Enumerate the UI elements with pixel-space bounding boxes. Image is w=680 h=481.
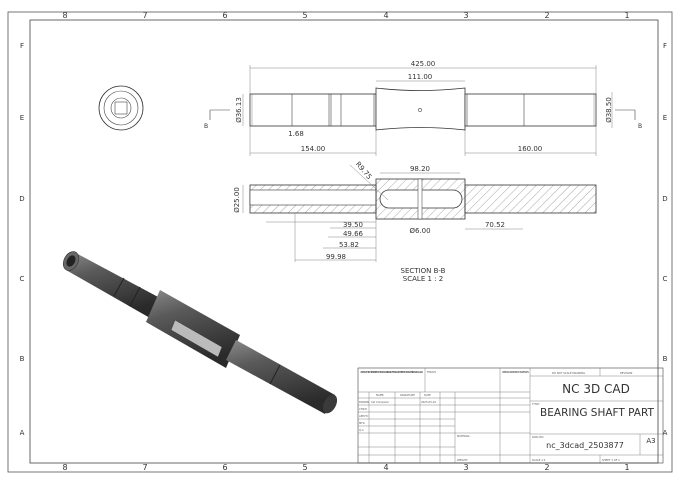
isometric-view [62,251,338,414]
title-block [357,367,664,464]
dim-groove-width: 1.68 [288,130,304,138]
front-view-dimensions: 425.00 111.00 1.68 154.00 160.00 Ø36.13 … [204,60,642,153]
col-label: 2 [544,463,549,472]
company-name: NC 3D CAD [562,382,630,396]
outer-border [7,11,673,473]
row-mfg: MFG [359,421,365,425]
end-view [98,85,144,131]
title-block-text: UNLESS OTHERWISE SPECIFIED: DIMENSIONS A… [359,370,656,462]
col-label: 7 [142,11,147,20]
section-scale: SCALE 1 : 2 [403,275,443,283]
finish-label: FINISH: [427,370,437,374]
drawn-date: 2025-03-10 [421,400,436,404]
dim-center-length: 111.00 [408,73,433,81]
col-label: 6 [222,463,227,472]
drawing-title: BEARING SHAFT PART [540,407,654,419]
section-title: SECTION B-B [401,267,446,275]
col-date: DATE [424,393,431,397]
weight-label: WEIGHT: [457,458,468,462]
col-label: 5 [302,463,307,472]
section-mark-left: B [204,123,208,130]
col-label: 1 [624,463,629,472]
dim-hole-diameter: Ø6.00 [409,227,430,235]
dim-99-98: 99.98 [326,253,346,261]
col-label: 1 [624,11,629,20]
col-label: 3 [463,11,468,20]
dwg-number: nc_3dcad_2503877 [546,441,624,450]
column-labels: 8 7 6 5 4 3 2 1 8 7 6 5 4 3 2 1 [62,11,629,472]
section-view-dimensions: 98.20 R9.75 Ø25.00 39.50 49.66 53.82 99.… [233,160,505,283]
inner-frame [29,19,659,464]
dim-slot-length: 98.20 [410,165,430,173]
col-label: 5 [302,11,307,20]
front-view [209,65,636,156]
col-label: 8 [62,11,67,20]
row-label: C [663,275,668,283]
drawn-name: Cst Computer [371,400,390,404]
row-label: F [20,42,24,50]
dim-49-66: 49.66 [343,230,364,238]
col-label: 8 [62,463,67,472]
row-label: D [662,195,667,203]
dim-overall-length: 425.00 [411,60,436,68]
col-label: 6 [222,11,227,20]
col-label: 4 [383,463,388,472]
dwg-no-label: DWG NO. [532,435,544,439]
dim-39-50: 39.50 [343,221,363,229]
dim-bore-diameter: Ø25.00 [233,187,241,213]
dim-left-length: 154.00 [301,145,326,153]
col-label: 2 [544,11,549,20]
dim-right-diameter: Ø38.50 [605,97,613,123]
deburr-note: DEBURR AND BREAK SHARP EDGES [502,370,529,374]
row-label: B [20,355,25,363]
col-name: NAME [376,393,384,397]
section-mark-right: B [638,123,642,130]
revision-label: REVISION [620,371,632,375]
row-drawn: DRAWN [359,400,369,404]
material-label: MATERIAL: [457,434,471,438]
row-label: C [20,275,25,283]
col-signature: SIGNATURE [400,393,415,397]
row-label: E [663,114,667,122]
col-label: 3 [463,463,468,472]
dim-radius: R9.75 [354,160,373,181]
sheet-label: SHEET 1 OF 1 [602,458,620,462]
tolerance-notes: UNLESS OTHERWISE SPECIFIED: DIMENSIONS A… [360,370,423,374]
section-view [242,164,597,262]
sheet-size: A3 [646,437,655,445]
row-label: E [20,114,24,122]
dim-left-diameter: Ø36.13 [235,97,243,123]
row-labels: F E D C B A F E D C B A [19,42,667,437]
title-label: TITLE: [532,402,540,406]
row-label: B [663,355,668,363]
row-qa: Q.A [359,428,364,432]
row-approved: APPV'D [359,414,368,418]
row-label: A [20,429,25,437]
scale-label: SCALE:1:2 [532,458,546,462]
col-label: 7 [142,463,147,472]
dim-70-52: 70.52 [485,221,505,229]
dim-right-length: 160.00 [518,145,543,153]
row-label: A [663,429,668,437]
row-checked: CHK'D [359,407,367,411]
col-label: 4 [383,11,388,20]
row-label: F [663,42,667,50]
row-label: D [19,195,24,203]
dim-53-82: 53.82 [339,241,359,249]
do-not-scale: DO NOT SCALE DRAWING [552,371,585,375]
